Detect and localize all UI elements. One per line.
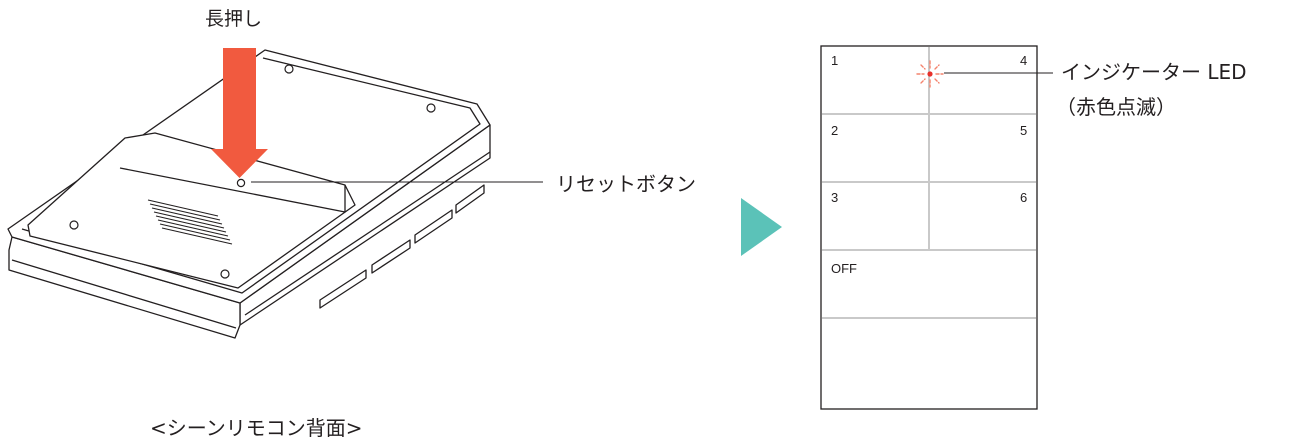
screw-hole bbox=[426, 103, 436, 113]
panel-grid bbox=[822, 47, 1036, 319]
indicator-led bbox=[916, 60, 944, 88]
long-press-arrow bbox=[211, 48, 268, 178]
side-port bbox=[319, 269, 367, 309]
side-ridge bbox=[244, 151, 491, 316]
side-port bbox=[414, 209, 453, 244]
side-port bbox=[455, 184, 485, 214]
reset-button-hole bbox=[236, 178, 246, 188]
panel-button-4-label: 4 bbox=[1020, 53, 1028, 68]
next-arrow bbox=[741, 198, 782, 256]
panel-button-off-label: OFF bbox=[831, 261, 857, 276]
screw-holes bbox=[69, 64, 436, 279]
panel-button-3-label: 3 bbox=[831, 190, 839, 205]
screw-hole bbox=[69, 220, 79, 230]
panel-button-1-label: 1 bbox=[831, 53, 839, 68]
panel-button-6-label: 6 bbox=[1020, 190, 1028, 205]
side-port bbox=[371, 239, 411, 274]
battery-cover-inner bbox=[119, 167, 346, 213]
screw-hole bbox=[220, 269, 230, 279]
long-press-label: 長押し bbox=[205, 8, 263, 30]
vent-grille bbox=[147, 199, 233, 245]
indicator-led-label: インジケーター LED bbox=[1061, 60, 1247, 84]
indicator-led-note: （赤色点滅） bbox=[1056, 95, 1176, 119]
screw-hole bbox=[284, 64, 294, 74]
side-ridge bbox=[11, 259, 237, 329]
device-bevel bbox=[21, 57, 481, 294]
panel-button-2-label: 2 bbox=[831, 123, 839, 138]
remote-front-panel bbox=[820, 45, 1053, 410]
reset-button-label: リセットボタン bbox=[556, 172, 696, 196]
figure-caption: <シーンリモコン背面> bbox=[150, 416, 363, 440]
panel-button-5-label: 5 bbox=[1020, 123, 1028, 138]
remote-device-illustration bbox=[7, 49, 491, 339]
